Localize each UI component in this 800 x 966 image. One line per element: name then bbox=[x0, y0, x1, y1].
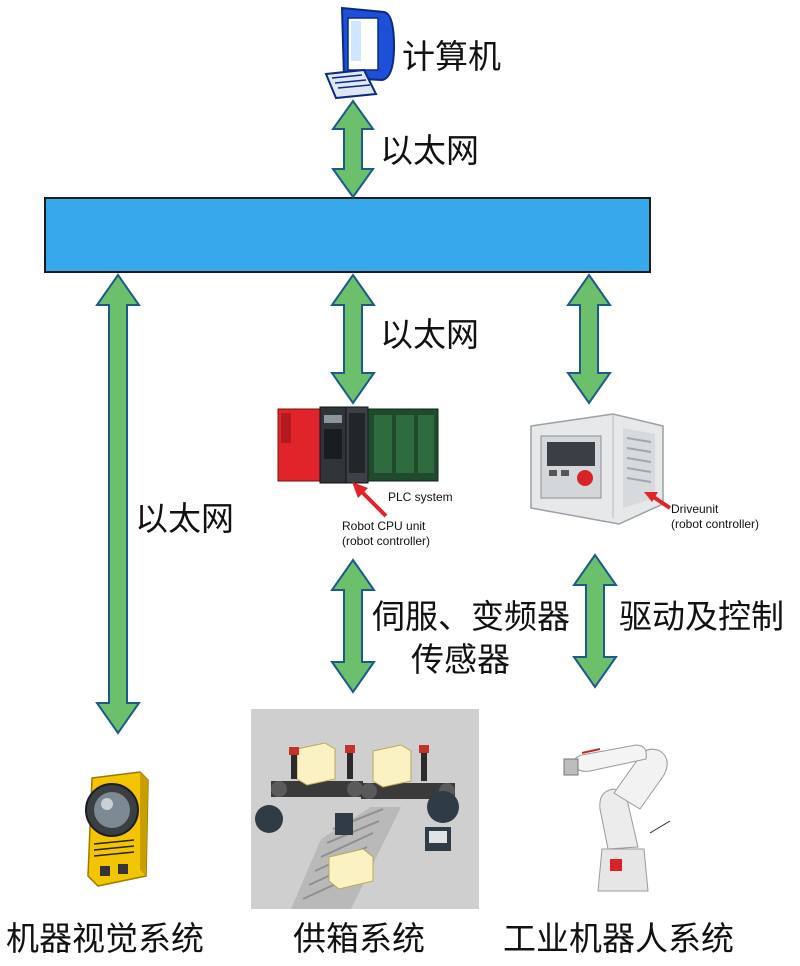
sensor-label: 传感器 bbox=[411, 640, 510, 679]
robot-cpu-label: Robot CPU unit (robot controller) bbox=[342, 519, 430, 549]
driveunit-title: Driveunit bbox=[671, 502, 719, 516]
conveyor-system-image bbox=[251, 709, 479, 909]
vision-camera-image bbox=[85, 771, 149, 887]
plc-rack-image bbox=[277, 406, 439, 484]
computer-label: 计算机 bbox=[402, 37, 501, 76]
driveunit-image bbox=[530, 413, 664, 525]
vision-bus-arrow bbox=[95, 273, 141, 735]
driveunit-pointer-arrow bbox=[644, 492, 672, 510]
servo-inverter-label: 伺服、变频器 bbox=[372, 597, 570, 636]
vision-system-label: 机器视觉系统 bbox=[6, 919, 204, 958]
robot-system-label: 工业机器人系统 bbox=[503, 919, 734, 958]
plc-bus-arrow bbox=[330, 273, 376, 405]
ethernet-label-top: 以太网 bbox=[380, 131, 479, 170]
driveunit-subtitle: (robot controller) bbox=[671, 517, 760, 531]
drive-control-label: 驱动及控制 bbox=[619, 597, 784, 636]
driveunit-robot-arrow bbox=[572, 553, 618, 689]
conveyor-system-label: 供箱系统 bbox=[293, 919, 425, 958]
driveunit-bus-arrow bbox=[566, 273, 612, 405]
robot-cpu-subtitle: (robot controller) bbox=[342, 534, 431, 548]
ethernet-label-plc: 以太网 bbox=[380, 315, 479, 354]
computer-icon bbox=[324, 6, 396, 100]
driveunit-label: Driveunit (robot controller) bbox=[671, 502, 759, 532]
plc-system-label: PLC system bbox=[388, 490, 453, 504]
network-bus bbox=[44, 197, 651, 273]
computer-bus-arrow bbox=[331, 99, 375, 199]
robot-cpu-title: Robot CPU unit bbox=[342, 519, 426, 533]
plc-pointer-arrow bbox=[352, 482, 388, 518]
industrial-robot-image bbox=[563, 744, 671, 892]
ethernet-label-vision: 以太网 bbox=[135, 499, 234, 538]
plc-conveyor-arrow bbox=[330, 558, 376, 694]
